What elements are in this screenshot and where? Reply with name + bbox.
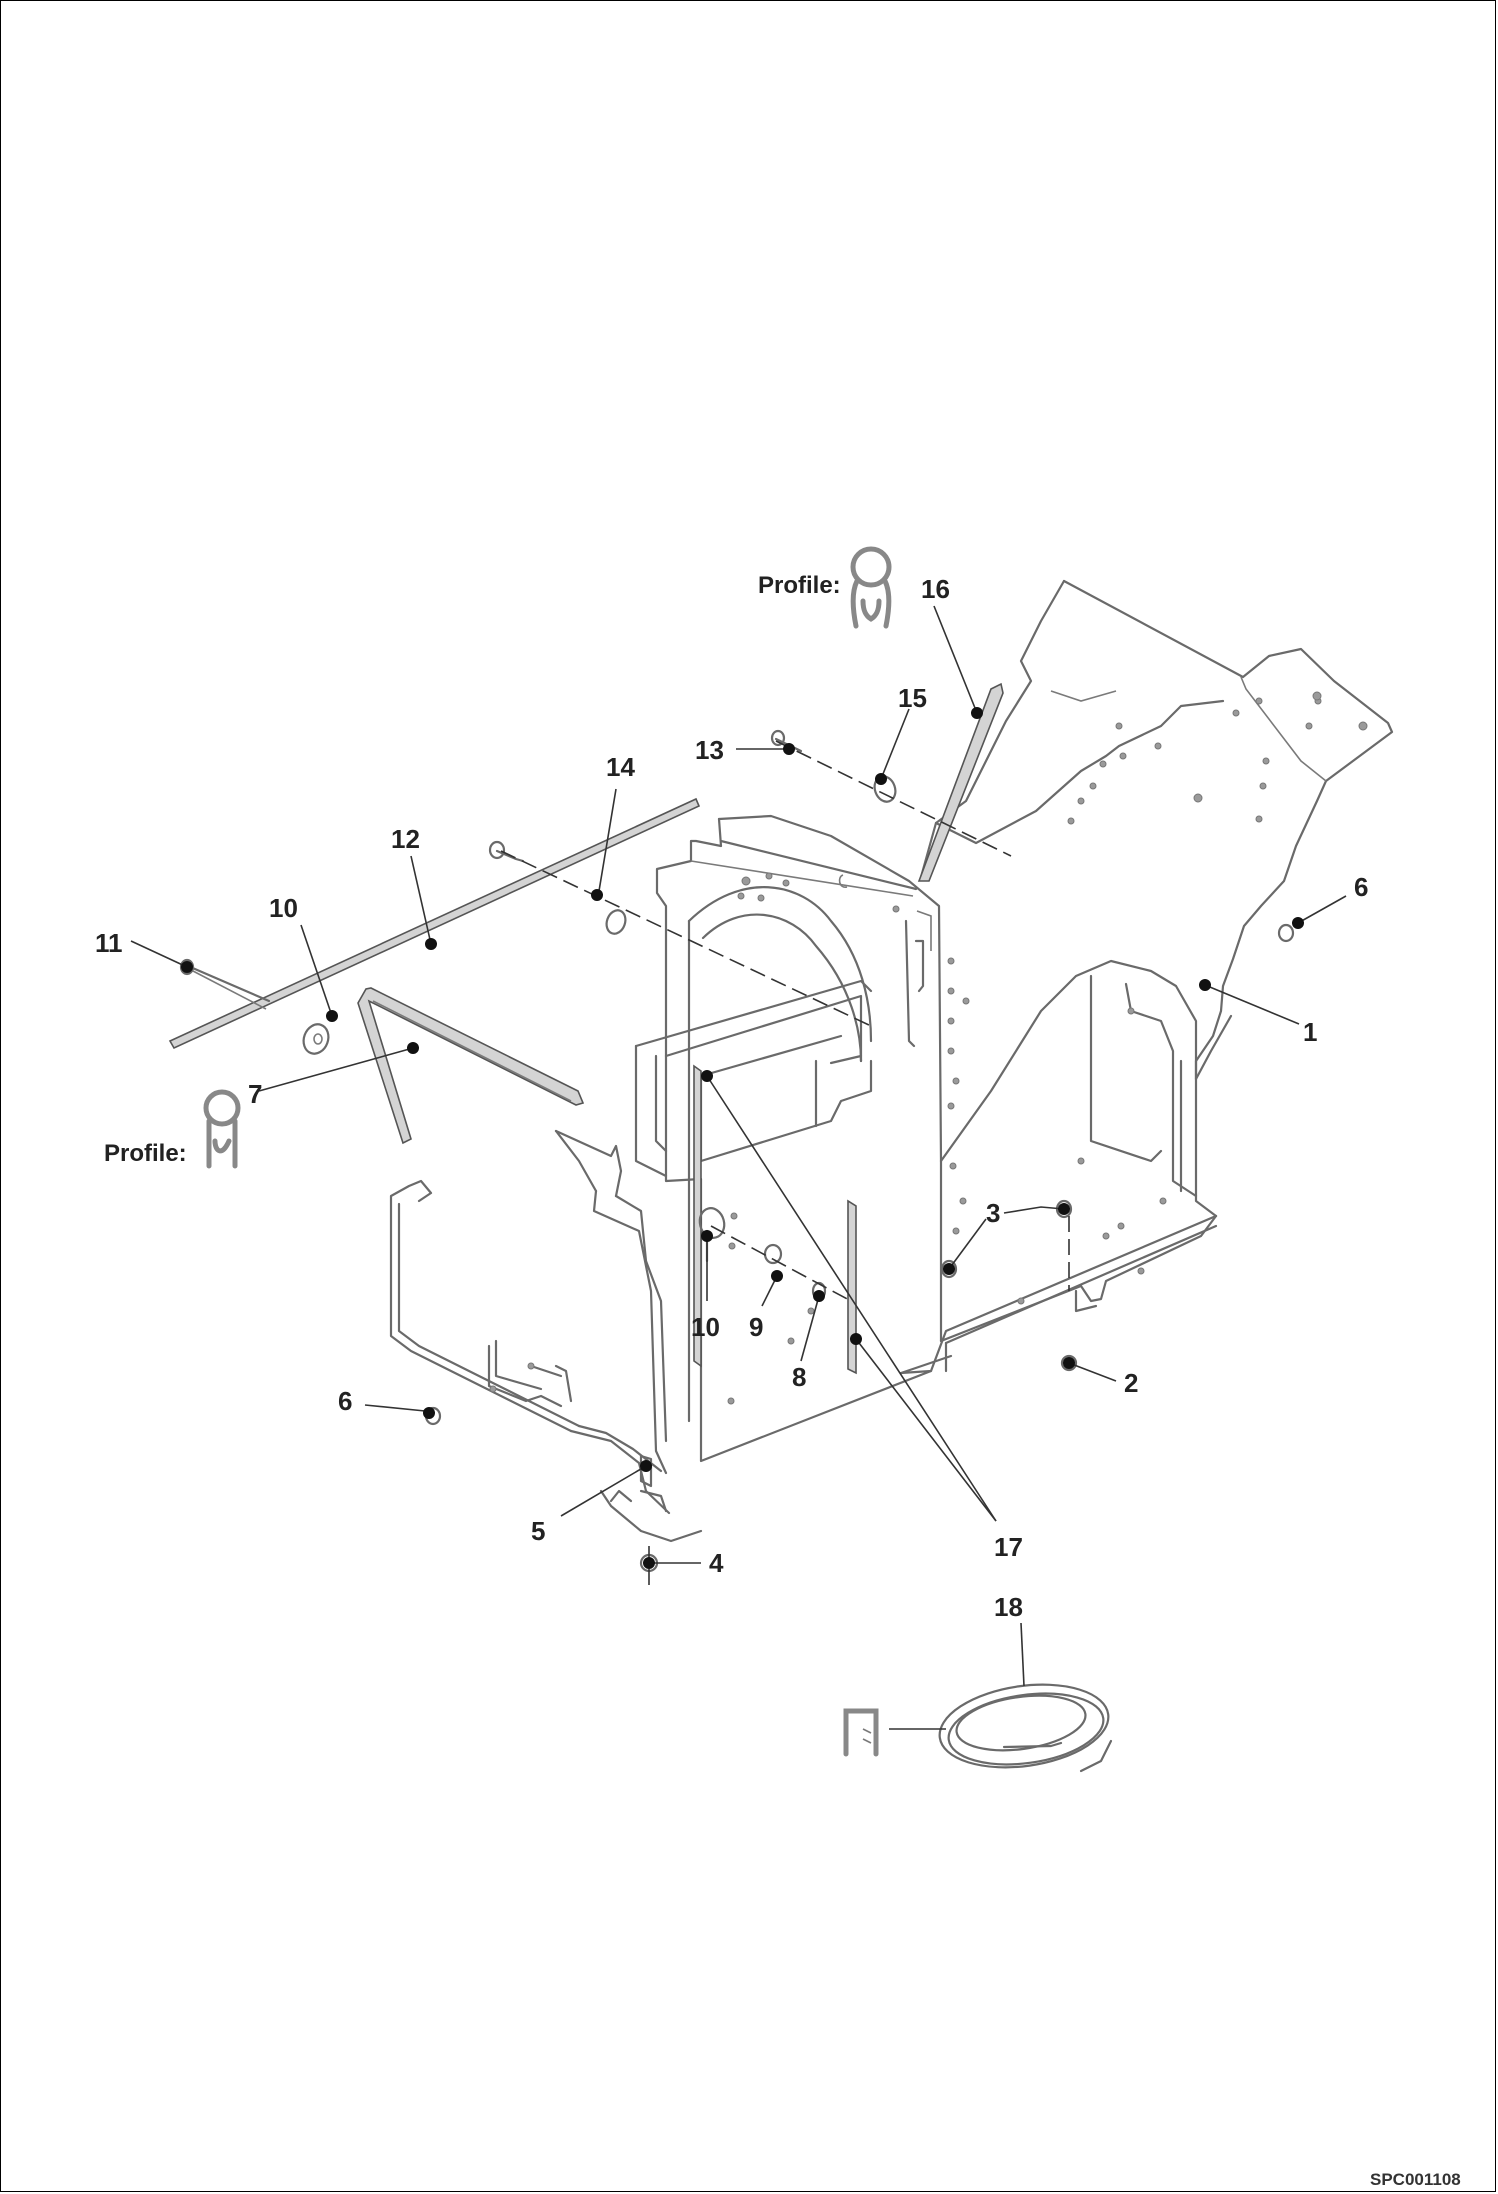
left-side-frame xyxy=(389,1129,671,1515)
callout-13: 13 xyxy=(695,735,724,765)
drawing-reference-code: SPC001108 xyxy=(1370,2170,1461,2189)
callout-10-left: 10 xyxy=(269,893,298,923)
callout-labels: 1 2 3 4 5 6 6 7 8 9 10 10 11 12 13 14 15… xyxy=(95,574,1368,1622)
callout-10-center: 10 xyxy=(691,1312,720,1342)
nut-9 xyxy=(763,1243,783,1265)
callout-6-left: 6 xyxy=(338,1386,352,1416)
callout-7: 7 xyxy=(248,1079,262,1109)
centerline-bolt-rear xyxy=(500,850,872,1027)
clip-5 xyxy=(639,1454,653,1488)
centerline-bolt-13 xyxy=(775,740,1012,857)
callout-5: 5 xyxy=(531,1516,545,1546)
part-7-edge-trim xyxy=(357,987,585,1145)
callout-15: 15 xyxy=(898,683,927,713)
callout-6-right: 6 xyxy=(1354,872,1368,902)
battery-tray xyxy=(634,979,873,1178)
callout-18: 18 xyxy=(994,1592,1023,1622)
leaders xyxy=(130,605,1347,1730)
callout-2: 2 xyxy=(1124,1368,1138,1398)
callout-16: 16 xyxy=(921,574,950,604)
part-17-vertical-trims xyxy=(693,1064,857,1375)
profile-label-left: Profile: xyxy=(104,1140,187,1167)
callout-8: 8 xyxy=(792,1362,806,1392)
trim-profile-u xyxy=(843,1708,879,1757)
rear-right-side-panel xyxy=(939,959,1233,1218)
clip-2 xyxy=(1060,1354,1078,1372)
upper-rear-panel xyxy=(919,579,1394,1081)
lower-front-bracket xyxy=(599,1489,703,1543)
callout-11: 11 xyxy=(95,928,123,958)
washer-14 xyxy=(605,909,627,935)
part-12-trim-rod xyxy=(168,797,701,1050)
clip-6-right xyxy=(1277,923,1295,943)
callout-12: 12 xyxy=(391,824,420,854)
front-bulkhead xyxy=(655,814,970,1463)
callout-4: 4 xyxy=(709,1548,724,1578)
profile-label-top: Profile: xyxy=(758,572,841,599)
callout-3: 3 xyxy=(986,1198,1000,1228)
callout-9: 9 xyxy=(749,1312,763,1342)
centerline-washer-10 xyxy=(710,1225,852,1302)
washer-10-left xyxy=(302,1023,330,1055)
part-18-trim-coil xyxy=(938,1683,1113,1773)
callout-1: 1 xyxy=(1303,1017,1317,1047)
bolt-rear xyxy=(488,840,525,863)
callout-17: 17 xyxy=(994,1532,1023,1562)
callout-14: 14 xyxy=(606,752,635,782)
floor-plate xyxy=(899,1197,1218,1375)
profile-symbol-top xyxy=(850,546,892,629)
profile-symbol-left xyxy=(203,1089,241,1169)
part-16-edge-trim xyxy=(917,682,1004,882)
